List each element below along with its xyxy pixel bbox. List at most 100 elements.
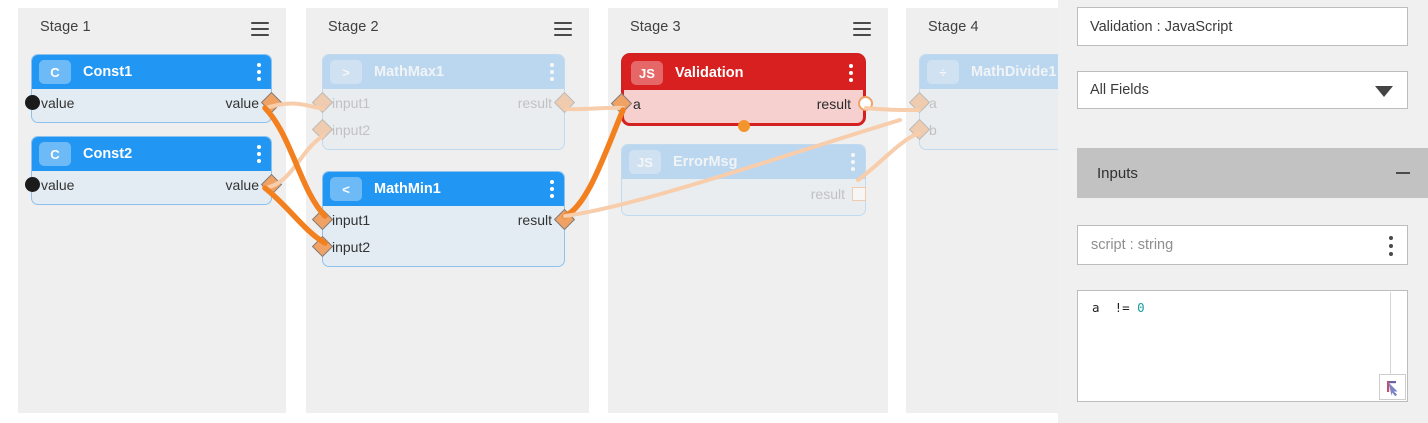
stage-header-2: Stage 2 — [306, 8, 589, 48]
kebab-icon[interactable] — [550, 180, 554, 198]
node-body-const2: value value — [25, 171, 283, 204]
kebab-icon[interactable] — [257, 63, 261, 81]
chevron-down-icon[interactable] — [1375, 86, 1393, 97]
port-in-mathmax1-input2[interactable] — [311, 118, 334, 141]
port-row-const2-value: value value — [25, 171, 283, 198]
minus-icon[interactable] — [1396, 172, 1410, 174]
port-in-label-mathdivide1-a: a — [929, 94, 937, 111]
port-in-mathdivide1-b[interactable] — [908, 118, 931, 141]
port-in-label-const1-value: value — [41, 94, 75, 111]
node-body-mathdivide1: a b — [908, 89, 1058, 149]
port-in-mathmin1-input2[interactable] — [311, 235, 334, 258]
port-out-label-errormsg-result: result — [810, 186, 845, 202]
port-out-mathmin1-result[interactable] — [553, 208, 576, 231]
hamburger-icon[interactable] — [554, 22, 572, 36]
node-body-mathmax1: input1 result input2 — [311, 89, 576, 149]
port-row-validation-a: a result — [610, 90, 873, 117]
node-title-const1: Const1 — [83, 64, 133, 80]
port-row-mathdivide1-a: a — [908, 89, 1058, 116]
resize-grip-glyph — [1387, 381, 1398, 397]
port-out-label-const1-value: value — [225, 94, 259, 111]
node-header-validation[interactable]: JS Validation — [624, 56, 863, 90]
port-out-label-validation-result: result — [816, 95, 851, 112]
port-out-const2-value[interactable] — [260, 173, 283, 196]
port-out-errormsg-result[interactable] — [852, 187, 866, 201]
stage-header-3: Stage 3 — [608, 8, 888, 48]
port-in-const2-value[interactable] — [25, 177, 40, 192]
stage-panel-1[interactable]: Stage 1 C Const1 value value — [18, 8, 286, 413]
port-in-label-mathdivide1-b: b — [929, 121, 937, 138]
node-header-mathdivide1[interactable]: ÷ MathDivide1 — [920, 55, 1058, 89]
node-title-validation: Validation — [675, 65, 744, 81]
properties-panel: Validation : JavaScript All Fields Input… — [1058, 0, 1428, 423]
port-row-const1-value: value value — [25, 89, 283, 116]
kebab-icon[interactable] — [257, 145, 261, 163]
port-in-mathmin1-input1[interactable] — [311, 208, 334, 231]
node-mathmin1[interactable]: < MathMin1 input1 result input2 — [311, 171, 576, 267]
port-in-label-mathmin1-input1: input1 — [332, 211, 371, 228]
port-in-mathdivide1-a[interactable] — [908, 91, 931, 114]
node-type-badge-c: C — [39, 142, 71, 166]
node-type-badge-js: JS — [631, 61, 663, 85]
script-property-row[interactable]: script : string — [1077, 225, 1408, 265]
port-in-validation-a[interactable] — [610, 92, 633, 115]
node-body-errormsg: result — [622, 179, 866, 215]
inputs-section-header[interactable]: Inputs — [1077, 148, 1428, 198]
stage-panel-2[interactable]: Stage 2 > MathMax1 input1 result — [306, 8, 589, 413]
node-graph-canvas[interactable]: Stage 1 C Const1 value value — [0, 0, 1058, 423]
port-row-mathmax1-input1: input1 result — [311, 89, 576, 116]
port-in-label-mathmax1-input2: input2 — [332, 121, 371, 138]
node-type-badge-lt: < — [330, 177, 362, 201]
hamburger-icon[interactable] — [251, 22, 269, 36]
inputs-section-title: Inputs — [1097, 164, 1138, 182]
node-errormsg[interactable]: JS ErrorMsg result — [621, 144, 866, 216]
node-type-badge-gt: > — [330, 60, 362, 84]
node-title-errormsg: ErrorMsg — [673, 154, 738, 170]
port-in-label-mathmax1-input1: input1 — [332, 94, 371, 111]
node-header-mathmin1[interactable]: < MathMin1 — [323, 172, 564, 206]
kebab-icon[interactable] — [851, 153, 855, 171]
node-header-errormsg[interactable]: JS ErrorMsg — [622, 145, 865, 179]
node-header-mathmax1[interactable]: > MathMax1 — [323, 55, 564, 89]
stage-panel-3[interactable]: Stage 3 JS Validation a result — [608, 8, 888, 413]
port-out-mathmax1-result[interactable] — [553, 91, 576, 114]
node-validation[interactable]: JS Validation a result — [610, 53, 873, 132]
kebab-icon[interactable] — [550, 63, 554, 81]
port-row-mathmax1-input2: input2 — [311, 116, 564, 143]
port-in-const1-value[interactable] — [25, 95, 40, 110]
script-code-text: a != 0 — [1092, 300, 1407, 315]
node-mathmax1[interactable]: > MathMax1 input1 result input2 — [311, 54, 576, 150]
fields-filter-select[interactable]: All Fields — [1077, 71, 1408, 109]
port-row-errormsg-result: result — [622, 179, 866, 209]
fields-filter-value: All Fields — [1090, 82, 1149, 98]
hamburger-icon[interactable] — [853, 22, 871, 36]
resize-grip-icon[interactable] — [1379, 374, 1406, 400]
port-out-label-mathmin1-result: result — [517, 211, 552, 228]
script-property-label: script : string — [1091, 237, 1174, 253]
node-const1[interactable]: C Const1 value value — [25, 54, 283, 123]
node-const2[interactable]: C Const2 value value — [25, 136, 283, 205]
port-out-validation-result[interactable] — [858, 96, 873, 111]
node-type-badge-c: C — [39, 60, 71, 84]
port-out-const1-value[interactable] — [260, 91, 283, 114]
port-row-mathmin1-input1: input1 result — [311, 206, 576, 233]
stage-title-1: Stage 1 — [40, 19, 91, 35]
node-title-mathdivide1: MathDivide1 — [971, 64, 1057, 80]
stage-title-3: Stage 3 — [630, 19, 681, 35]
port-in-mathmax1-input1[interactable] — [311, 91, 334, 114]
script-code-editor[interactable]: a != 0 — [1077, 290, 1408, 402]
node-header-const2[interactable]: C Const2 — [32, 137, 271, 171]
stage-panel-4[interactable]: Stage 4 ÷ MathDivide1 a b — [906, 8, 1058, 413]
port-out-label-const2-value: value — [225, 176, 259, 193]
kebab-icon[interactable] — [849, 64, 853, 82]
node-selection-dot[interactable] — [737, 120, 750, 132]
node-body-validation: a result — [610, 90, 873, 123]
code-editor-scrollbar[interactable] — [1390, 292, 1391, 400]
kebab-icon[interactable] — [1389, 236, 1393, 256]
port-row-mathmin1-input2: input2 — [311, 233, 564, 260]
node-header-const1[interactable]: C Const1 — [32, 55, 271, 89]
code-number-literal: 0 — [1137, 300, 1145, 315]
node-title-field[interactable]: Validation : JavaScript — [1077, 7, 1408, 46]
node-mathdivide1[interactable]: ÷ MathDivide1 a b — [908, 54, 1058, 150]
